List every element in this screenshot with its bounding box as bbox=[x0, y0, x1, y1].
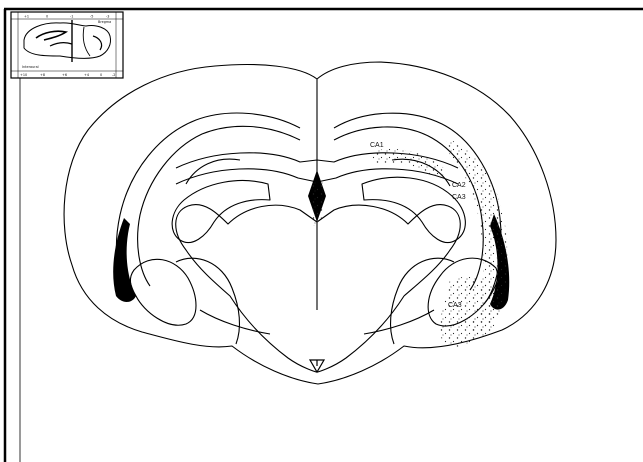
stipple-midline bbox=[311, 182, 323, 226]
inset-tick-bottom-5: -2 bbox=[112, 73, 115, 77]
inset-tick-bottom-2: +6 bbox=[62, 73, 67, 77]
external-capsule-left bbox=[116, 113, 300, 300]
label-ca2: CA2 bbox=[452, 182, 466, 189]
inset-locator: +1 0 -1 -5 -3 Bregma Interaural +10 +8 +… bbox=[11, 12, 123, 78]
inset-tick-bottom-3: +4 bbox=[84, 73, 89, 77]
inset-tick-bottom-1: +8 bbox=[40, 73, 45, 77]
inset-tick-top-4: -3 bbox=[106, 15, 109, 19]
inset-tick-top-1: 0 bbox=[46, 15, 48, 19]
inset-tick-top-0: +1 bbox=[24, 15, 29, 19]
label-ca3-ventral: CA3 bbox=[448, 302, 462, 309]
stipple-ca3-ventral bbox=[439, 277, 498, 347]
inset-bregma-label: Bregma bbox=[98, 20, 111, 24]
hippocampus-dorsal-right bbox=[362, 177, 465, 242]
external-capsule-right bbox=[334, 113, 501, 304]
inset-interaural-label: Interaural bbox=[22, 65, 39, 69]
stipple-dorsal-right bbox=[370, 149, 446, 180]
label-ca3: CA3 bbox=[452, 194, 466, 201]
stippled-regions bbox=[311, 138, 507, 347]
hippocampus-dorsal-left bbox=[172, 181, 270, 243]
ventral-lobe-left bbox=[130, 259, 196, 325]
inset-tick-top-3: -5 bbox=[90, 15, 93, 19]
inset-tick-top-2: -1 bbox=[70, 15, 73, 19]
lateral-ventricle-left bbox=[113, 218, 136, 302]
inset-tick-bottom-4: 0 bbox=[100, 73, 102, 77]
inset-tick-bottom-0: +10 bbox=[20, 73, 27, 77]
label-ca1: CA1 bbox=[370, 142, 384, 149]
